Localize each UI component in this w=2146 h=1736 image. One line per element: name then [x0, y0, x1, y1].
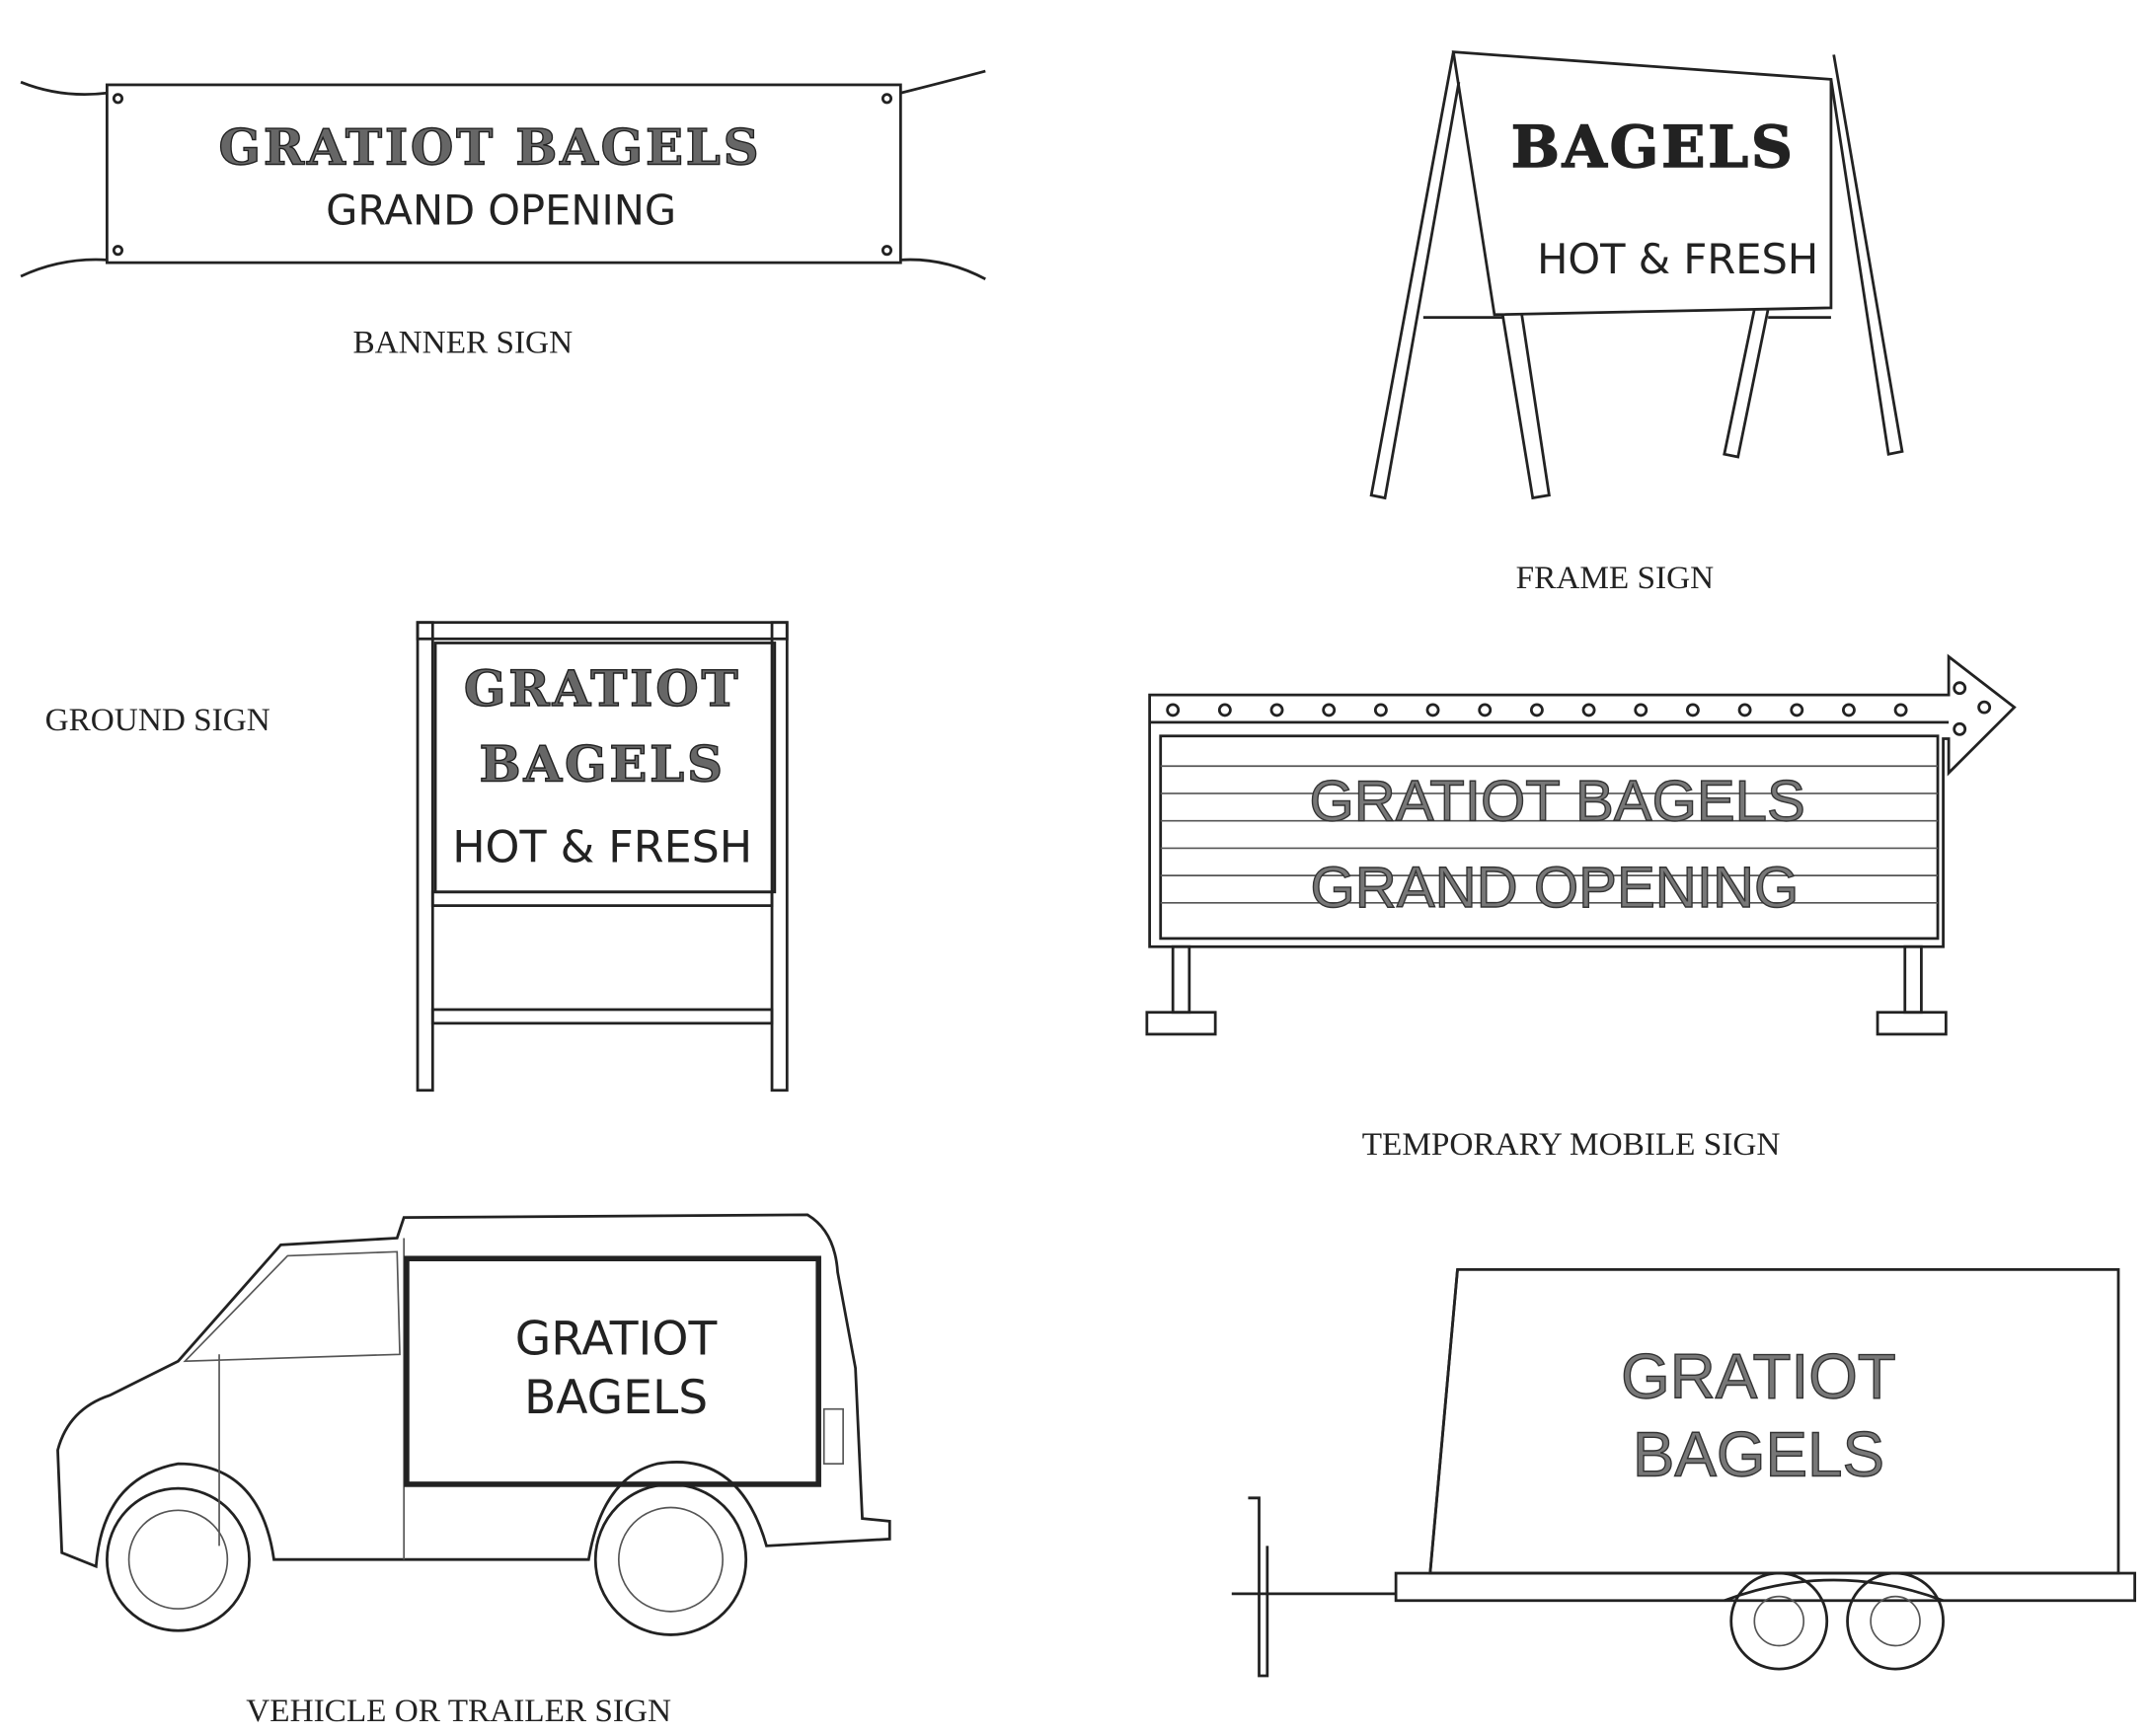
banner-caption: BANNER SIGN: [352, 325, 573, 361]
ground-line1: GRATIOT: [464, 659, 741, 717]
vehicle-sign: GRATIOT BAGELS VEHICLE OR TRAILER SIGN: [56, 1213, 891, 1729]
ground-line2: BAGELS: [480, 734, 726, 793]
banner-sign: GRATIOT BAGELS GRAND OPENING BANNER SIGN: [20, 69, 986, 361]
mobile-line2: GRAND OPENING: [1311, 856, 1800, 920]
ground-line3: HOT & FRESH: [452, 822, 752, 872]
marquee-lights: [1166, 681, 1992, 736]
frame-caption: FRAME SIGN: [1516, 560, 1714, 596]
banner-line1: GRATIOT BAGELS: [219, 117, 762, 176]
frame-line2: HOT & FRESH: [1537, 235, 1818, 283]
trailer-line2: BAGELS: [1633, 1419, 1884, 1490]
vehicle-caption: VEHICLE OR TRAILER SIGN: [246, 1693, 671, 1729]
van-line1: GRATIOT: [515, 1312, 718, 1366]
ground-caption: GROUND SIGN: [45, 702, 270, 738]
frame-sign: BAGELS HOT & FRESH FRAME SIGN: [1369, 50, 1904, 596]
banner-line2: GRAND OPENING: [326, 186, 676, 234]
mobile-line1: GRATIOT BAGELS: [1309, 770, 1804, 834]
ground-sign: GRATIOT BAGELS HOT & FRESH GROUND SIGN: [45, 621, 789, 1093]
frame-line1: BAGELS: [1511, 113, 1796, 181]
van-line2: BAGELS: [524, 1371, 708, 1425]
trailer-line1: GRATIOT: [1621, 1341, 1896, 1412]
mobile-caption: TEMPORARY MOBILE SIGN: [1362, 1126, 1781, 1163]
trailer-sign: GRATIOT BAGELS: [1231, 1267, 2137, 1678]
temporary-mobile-sign: GRATIOT BAGELS GRAND OPENING TEMPORARY M…: [1145, 653, 2017, 1163]
